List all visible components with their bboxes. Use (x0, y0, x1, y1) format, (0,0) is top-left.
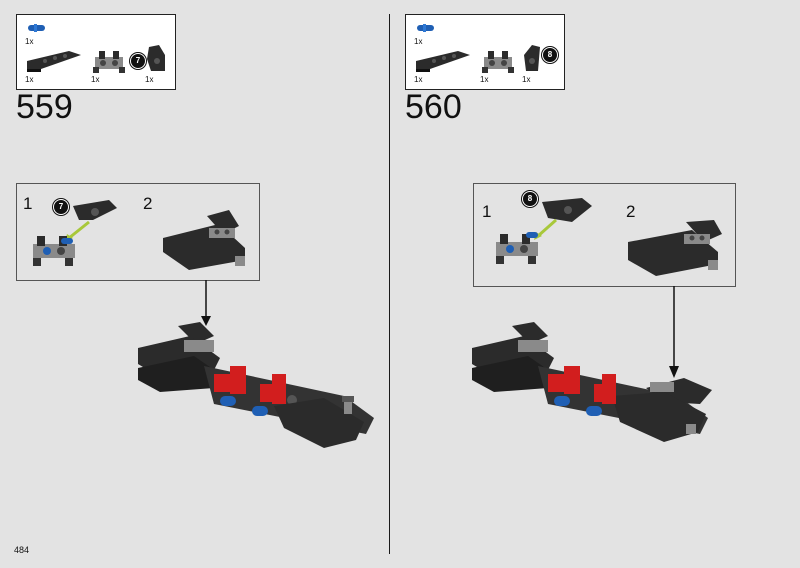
part-qty: 1x (414, 37, 423, 46)
part-qty: 1x (25, 37, 34, 46)
callout-substep2-illustration (163, 210, 245, 270)
substep-number: 2 (626, 202, 636, 221)
callout-box: 1 2 7 (16, 183, 260, 281)
parts-list-box: 1x 1x 1x 7 1x (16, 14, 176, 90)
part-qty: 1x (480, 75, 489, 84)
step-arrow (201, 280, 211, 326)
gray-connector-icon (93, 51, 125, 73)
part-qty: 1x (91, 75, 100, 84)
parts-list-box: 1x 1x 1x 8 1x (405, 14, 565, 90)
submodel-badge: 7 (130, 53, 146, 69)
substep-number: 1 (482, 202, 492, 221)
black-bracket-icon (147, 45, 165, 71)
page-number: 484 (14, 545, 30, 555)
substep-number: 1 (23, 194, 33, 213)
part-qty: 1x (25, 75, 34, 84)
black-panel-icon (416, 51, 470, 72)
black-bracket-icon (524, 45, 540, 71)
submodel-badge: 8 (522, 191, 538, 207)
callout-substep1-illustration (496, 198, 592, 264)
gray-connector-icon (482, 51, 514, 73)
submodel-badge: 8 (542, 47, 558, 63)
submodel-badge: 7 (53, 199, 69, 215)
callout-box: 1 2 8 (473, 183, 736, 287)
substep-number: 2 (143, 194, 153, 213)
blue-pin-icon (28, 24, 45, 32)
part-qty: 1x (522, 75, 531, 84)
part-qty: 1x (145, 75, 154, 84)
black-panel-icon (27, 51, 81, 72)
part-qty: 1x (414, 75, 423, 84)
step-arrow (669, 286, 679, 378)
blue-pin-icon (417, 24, 434, 32)
page-divider (389, 14, 390, 554)
main-assembly-illustration (138, 322, 374, 448)
main-assembly-illustration (472, 322, 712, 442)
callout-substep2-illustration (628, 220, 722, 276)
step-number: 559 (16, 88, 73, 126)
step-number: 560 (405, 88, 462, 126)
callout-substep1-illustration (33, 200, 117, 266)
